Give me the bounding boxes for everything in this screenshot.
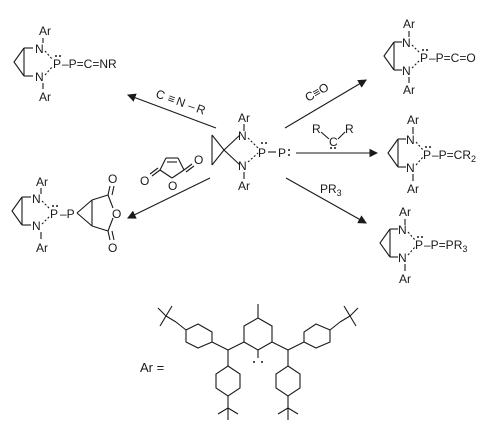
bl-ar-top: Ar: [36, 175, 48, 189]
br-n-top: N: [398, 223, 407, 237]
svg-text:O: O: [168, 179, 177, 193]
product-top-right: Ar N P –P=C=O N Ar: [383, 17, 476, 97]
reagent-phosphine: PR3: [320, 182, 342, 198]
reagent-isocyanide: C≡N–R: [154, 87, 208, 118]
center-n-top: N: [238, 129, 247, 143]
product-top-left: Ar N P –P=C=NR N Ar: [13, 24, 117, 104]
mr-ar-bot: Ar: [407, 182, 419, 196]
svg-text:O: O: [140, 174, 149, 188]
tr-chain: –P=C=O: [429, 51, 476, 65]
bl-n-bot: N: [32, 219, 41, 233]
reagent-maleic-anhydride: O O O: [140, 153, 203, 193]
bl-o-bot: O: [108, 241, 117, 255]
svg-text:O: O: [194, 153, 203, 167]
mr-ar-top: Ar: [407, 113, 419, 127]
tr-ar-top: Ar: [403, 17, 415, 31]
tl-p: P: [53, 57, 61, 71]
tr-ar-bot: Ar: [403, 83, 415, 97]
bl-n-top: N: [32, 192, 41, 206]
tl-n-bot: N: [35, 70, 44, 84]
tr-n-bot: N: [402, 64, 411, 78]
bl-ar-bot: Ar: [36, 241, 48, 255]
arrow-to-top-right: [284, 79, 367, 129]
ar-def-label: Ar =: [140, 360, 164, 375]
tr-p: P: [420, 51, 428, 65]
product-bottom-left: Ar N P –P N Ar O O O: [11, 172, 121, 255]
center-ar-top: Ar: [238, 111, 250, 125]
svg-text:R: R: [345, 122, 354, 136]
br-p: P: [415, 238, 423, 252]
mr-n-bot: N: [406, 161, 415, 175]
svg-text:R: R: [312, 122, 321, 136]
tl-chain: –P=C=NR: [62, 57, 117, 71]
br-n-bot: N: [398, 251, 407, 265]
arrow-to-bottom-left: [127, 177, 211, 219]
br-ar-bot: Ar: [399, 272, 411, 286]
reagent-carbene: R C R: [312, 122, 354, 149]
mr-n-top: N: [406, 133, 415, 147]
mr-chain: –P=CR2: [432, 148, 476, 164]
product-mid-right: Ar N P –P=CR2 N Ar: [387, 113, 476, 196]
ar-definition: Ar =: [140, 304, 359, 420]
br-chain: –P=PR3: [424, 238, 467, 254]
arrow-to-bottom-right: [285, 177, 367, 224]
tl-ar-top: Ar: [39, 24, 51, 38]
tr-n-top: N: [402, 36, 411, 50]
mr-p: P: [423, 148, 431, 162]
center-p: P: [258, 146, 266, 160]
center-ar-bot: Ar: [238, 179, 250, 193]
center-diazaphospholidine: Ar N P P N Ar: [211, 111, 290, 193]
br-ar-top: Ar: [399, 205, 411, 219]
product-bottom-right: Ar N P –P=PR3 N Ar: [379, 205, 467, 286]
bl-p-link: –P: [60, 207, 75, 221]
svg-text:C: C: [329, 135, 338, 149]
reagent-co: C≡O: [303, 80, 332, 105]
tl-n-top: N: [35, 42, 44, 56]
bl-o-top: O: [108, 172, 117, 186]
center-p2: P: [278, 146, 286, 160]
tl-ar-bot: Ar: [39, 90, 51, 104]
center-n-bot: N: [238, 159, 247, 173]
bl-o-ring: O: [112, 207, 121, 221]
bl-p: P: [50, 207, 58, 221]
arrow-to-top-left: [126, 93, 217, 129]
